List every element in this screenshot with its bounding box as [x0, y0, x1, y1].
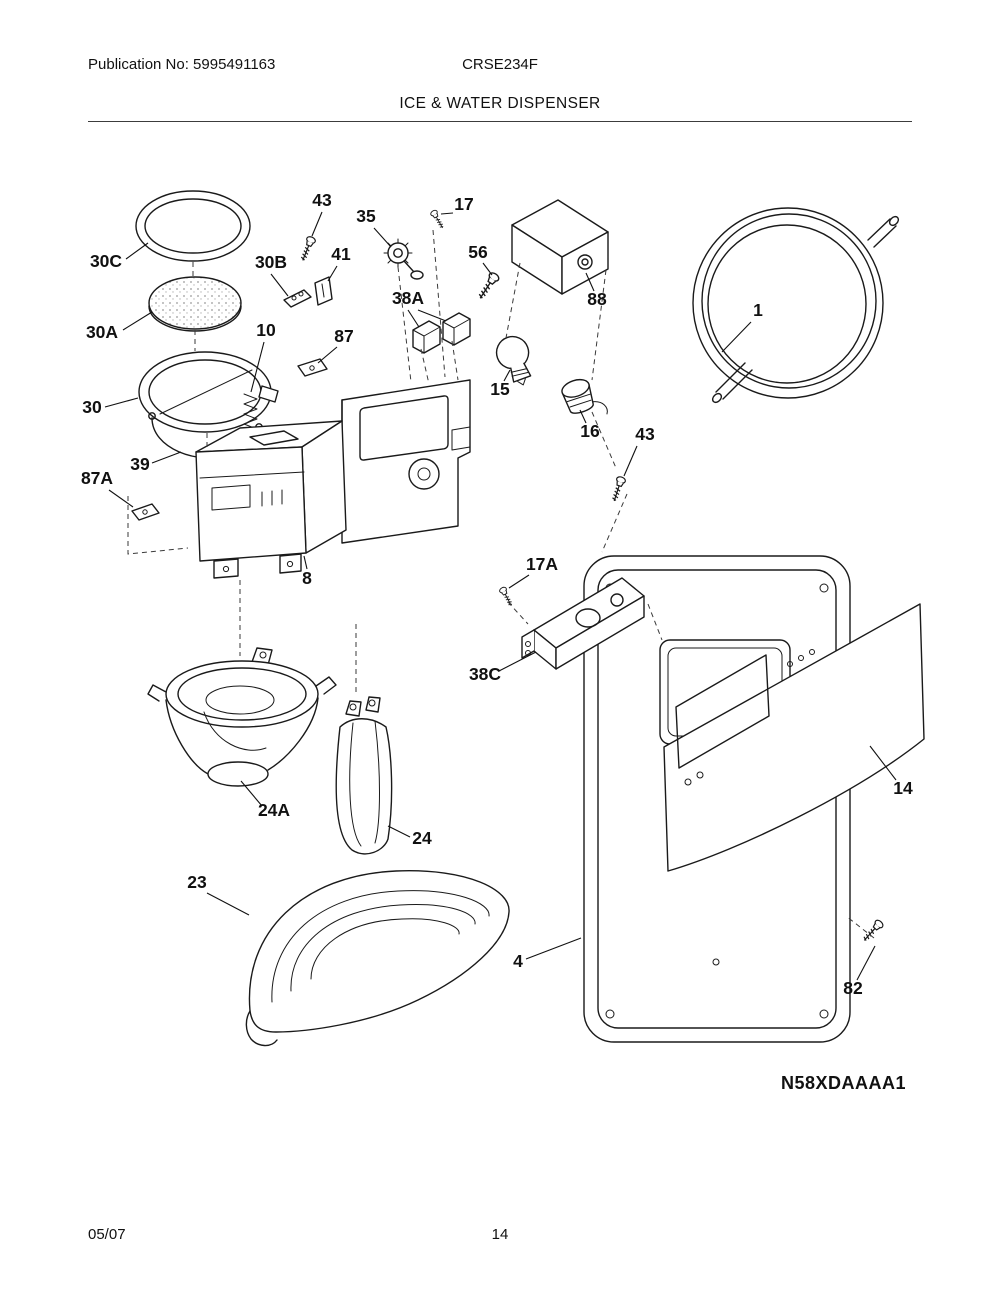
- screw-43-mid: [609, 475, 627, 503]
- assembly-guide-lines: [127, 229, 875, 939]
- part-label-30: 30: [82, 397, 102, 417]
- leader-line-14: [869, 745, 897, 781]
- part-label-56: 56: [468, 242, 488, 262]
- part-label-24: 24: [412, 828, 432, 848]
- part-rear-plate: [341, 379, 471, 544]
- part-label-38A: 38A: [392, 288, 424, 308]
- part-label-39: 39: [130, 454, 150, 474]
- part-labels: 43 35 17 56 88 30C 30B 41 38A 1 30A 10 87 15 16 43 30 39 8…: [81, 190, 913, 998]
- part-ice-chute-funnel: [147, 647, 337, 787]
- leader-line-1: [721, 321, 752, 353]
- part-label-15: 15: [490, 379, 510, 399]
- leader-line-39: [151, 451, 182, 464]
- part-light-bulb: [495, 335, 532, 386]
- part-label-23: 23: [187, 872, 207, 892]
- leader-line-30C: [125, 242, 149, 260]
- part-bracket-30b: [283, 289, 312, 308]
- leader-line-24A: [240, 780, 263, 807]
- part-label-8: 8: [302, 568, 312, 588]
- page-title: ICE & WATER DISPENSER: [399, 95, 601, 112]
- leader-line-15: [503, 369, 511, 382]
- screw-56: [475, 270, 501, 302]
- leader-line-35: [373, 227, 392, 248]
- part-dispenser-module: [521, 577, 645, 670]
- leader-line-38C: [498, 651, 537, 672]
- part-seal-ring: [135, 190, 251, 262]
- leader-line-87A: [108, 489, 134, 508]
- leader-lines: [104, 211, 897, 981]
- part-switches-38a: [412, 312, 471, 354]
- part-label-1: 1: [753, 300, 763, 320]
- part-dispenser-housing: [195, 420, 347, 579]
- footer-page-number: 14: [491, 1226, 509, 1243]
- drawing-code: N58XDAAAA1: [781, 1073, 907, 1093]
- part-label-43: 43: [635, 424, 655, 444]
- leader-line-82: [856, 945, 876, 981]
- footer-date: 05/07: [88, 1226, 126, 1243]
- leader-line-41: [327, 265, 338, 282]
- part-label-17A: 17A: [526, 554, 558, 574]
- leader-line-30: [104, 397, 139, 408]
- part-label-24A: 24A: [258, 800, 290, 820]
- leader-line-30A: [122, 311, 153, 331]
- part-chute-door-flap: [335, 696, 393, 855]
- part-label-43: 43: [312, 190, 332, 210]
- part-drip-tray: [245, 870, 510, 1047]
- part-label-41: 41: [331, 244, 351, 264]
- screw-43-top: [297, 234, 317, 263]
- part-label-16: 16: [580, 421, 600, 441]
- leader-line-43: [311, 211, 323, 237]
- model-number: CRSE234F: [462, 56, 538, 73]
- part-label-30B: 30B: [255, 252, 287, 272]
- leader-line-8: [303, 555, 308, 570]
- leader-line-43: [623, 445, 638, 477]
- screw-17: [429, 208, 447, 231]
- part-grommet-35: [383, 238, 424, 280]
- leader-line-23: [206, 892, 250, 916]
- part-label-30C: 30C: [90, 251, 122, 271]
- leader-line-4: [525, 937, 582, 960]
- part-water-tube-coil: [692, 207, 900, 404]
- publication-number: Publication No: 5995491163: [88, 56, 276, 73]
- part-label-30A: 30A: [86, 322, 118, 342]
- leader-line-24: [387, 825, 411, 838]
- part-label-87A: 87A: [81, 468, 113, 488]
- leader-line-38A-2: [417, 309, 447, 322]
- part-label-88: 88: [587, 289, 607, 309]
- part-label-87: 87: [334, 326, 353, 346]
- leader-line-30B: [270, 273, 289, 297]
- leader-line-10: [250, 341, 265, 393]
- title-divider: [88, 121, 912, 122]
- leader-line-38A: [407, 309, 420, 328]
- part-label-17: 17: [454, 194, 473, 214]
- part-bracket-41: [314, 276, 333, 306]
- part-lamp-socket: [561, 378, 608, 415]
- part-label-35: 35: [356, 206, 376, 226]
- leader-line-87: [317, 346, 338, 364]
- part-label-82: 82: [843, 978, 863, 998]
- leader-line-17A: [508, 574, 530, 589]
- leader-line-17: [440, 212, 454, 215]
- part-label-4: 4: [513, 951, 523, 971]
- screw-17a: [498, 585, 515, 608]
- part-label-10: 10: [256, 320, 276, 340]
- part-control-box-88: [511, 199, 609, 295]
- part-crusher-disc: [148, 276, 242, 332]
- part-clip-87a: [131, 503, 160, 521]
- leader-line-16: [579, 409, 587, 424]
- leader-line-88: [585, 272, 595, 292]
- part-mount-ring: [138, 351, 279, 433]
- leader-line-56: [482, 262, 493, 276]
- part-label-38C: 38C: [469, 664, 501, 684]
- part-label-14: 14: [893, 778, 913, 798]
- part-clip-87: [297, 358, 328, 377]
- part-panel-overlay: [663, 603, 925, 872]
